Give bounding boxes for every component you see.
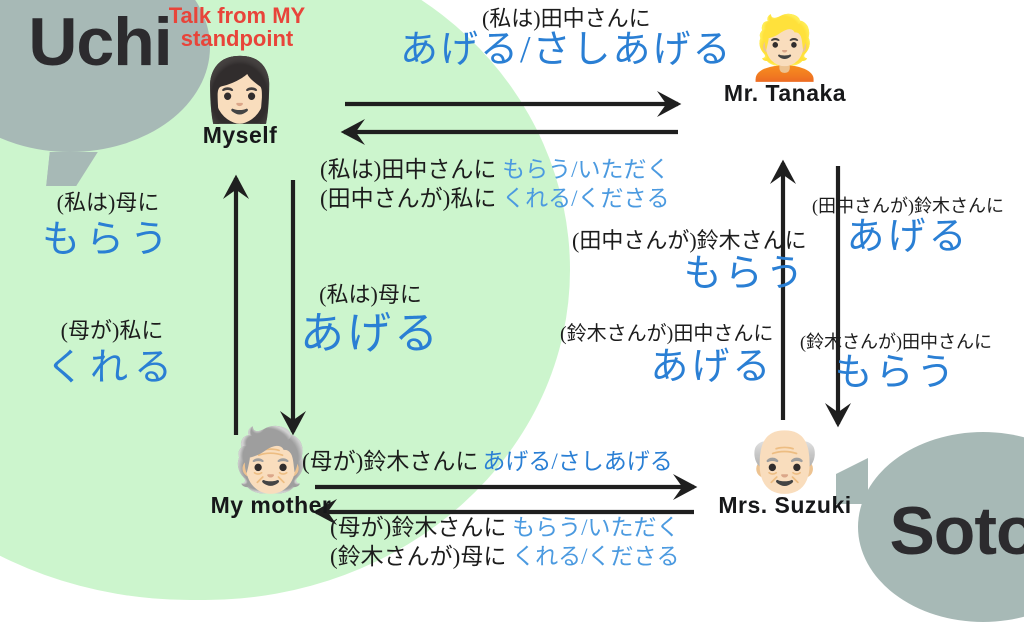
label-suzuki-receives-from-tanaka: (鈴木さんが)田中さんに もらう [800, 332, 992, 396]
label-subject: (田中さんが)鈴木さんに [572, 228, 807, 253]
woman-face-icon: 👩🏻 [201, 57, 279, 125]
label-myself-to-tanaka: (私は)田中さんに あげる/さしあげる [400, 6, 733, 73]
label-row: (私は)田中さんに もらう/いただく [320, 155, 669, 184]
label-verbs: もらう [683, 252, 807, 295]
label-suzuki-to-mother: (母が)鈴木さんに もらう/いただく (鈴木さんが)母に くれる/くださる [330, 513, 679, 572]
label-row: (母が)鈴木さんに もらう/いただく [330, 513, 679, 542]
label-row: (鈴木さんが)母に くれる/くださる [330, 542, 679, 571]
label-verbs: もらう/いただく [512, 515, 680, 540]
label-verbs: あげる [846, 216, 970, 259]
label-verbs: あげる/さしあげる [482, 449, 673, 474]
label-myself-to-mother: (私は)母に あげる [300, 282, 441, 360]
older-woman-gray-hair-face-icon: 👴🏻 [746, 427, 824, 495]
label-myself-from-mother: (私は)母に もらう [42, 190, 174, 263]
label-verbs: あげる [300, 308, 441, 358]
person-myself: 👩🏻 Myself [185, 60, 295, 149]
label-subject: (私は)母に [319, 282, 422, 307]
person-tanaka-label: Mr. Tanaka [723, 80, 847, 106]
label-subject: (母が)鈴木さんに [330, 515, 507, 540]
label-verbs: もらう [834, 352, 958, 395]
arrow-layer [222, 90, 852, 526]
person-suzuki-label: Mrs. Suzuki [718, 492, 852, 518]
label-row: (田中さんが)私に くれる/くださる [320, 184, 669, 213]
man-face-icon: 👱🏻 [746, 15, 824, 83]
label-subject: (母が)私に [60, 318, 164, 343]
label-subject: (鈴木さんが)田中さんに [560, 323, 774, 345]
label-tanaka-gives-to-suzuki: (田中さんが)鈴木さんに あげる [812, 196, 1004, 260]
label-tanaka-receives-from-suzuki: (田中さんが)鈴木さんに もらう [572, 228, 807, 297]
label-subject: (母が)鈴木さんに [302, 449, 479, 474]
label-suzuki-gives-to-tanaka: (鈴木さんが)田中さんに あげる [560, 323, 773, 389]
label-verbs: あげる/さしあげる [400, 28, 733, 71]
person-suzuki: 👴🏻 Mrs. Suzuki [700, 430, 870, 519]
label-verbs: もらう [42, 218, 175, 261]
label-mother-to-suzuki: (母が)鈴木さんに あげる/さしあげる [302, 448, 673, 475]
uchi-label: Uchi [28, 4, 172, 80]
label-verbs: もらう/いただく [502, 157, 670, 182]
label-verbs: くれる [46, 346, 179, 389]
label-subject: (私は)田中さんに [320, 157, 497, 182]
label-subject: (私は)田中さんに [481, 6, 651, 31]
person-mother-label: My mother [210, 492, 332, 518]
label-tanaka-to-myself: (私は)田中さんに もらう/いただく (田中さんが)私に くれる/くださる [320, 155, 669, 214]
label-verbs: くれる/くださる [512, 544, 680, 570]
label-verbs: あげる [650, 345, 774, 388]
label-subject: (私は)母に [56, 190, 160, 215]
label-subject: (鈴木さんが)母に [330, 544, 507, 570]
soto-bubble-tail [836, 458, 868, 504]
person-myself-label: Myself [202, 122, 278, 148]
person-tanaka: 👱🏻 Mr. Tanaka [700, 18, 870, 107]
label-verbs: くれる/くださる [502, 186, 670, 212]
label-subject: (田中さんが)私に [320, 186, 497, 212]
soto-label: Soto [889, 493, 1024, 569]
older-woman-face-icon: 🧓🏻 [232, 427, 310, 495]
label-subject: (鈴木さんが)田中さんに [800, 332, 992, 352]
headline-note: Talk from MY standpoint [168, 3, 306, 52]
label-subject: (田中さんが)鈴木さんに [812, 196, 1004, 216]
label-mother-to-myself: (母が)私に くれる [46, 318, 178, 391]
person-mother: 🧓🏻 My mother [176, 430, 366, 519]
